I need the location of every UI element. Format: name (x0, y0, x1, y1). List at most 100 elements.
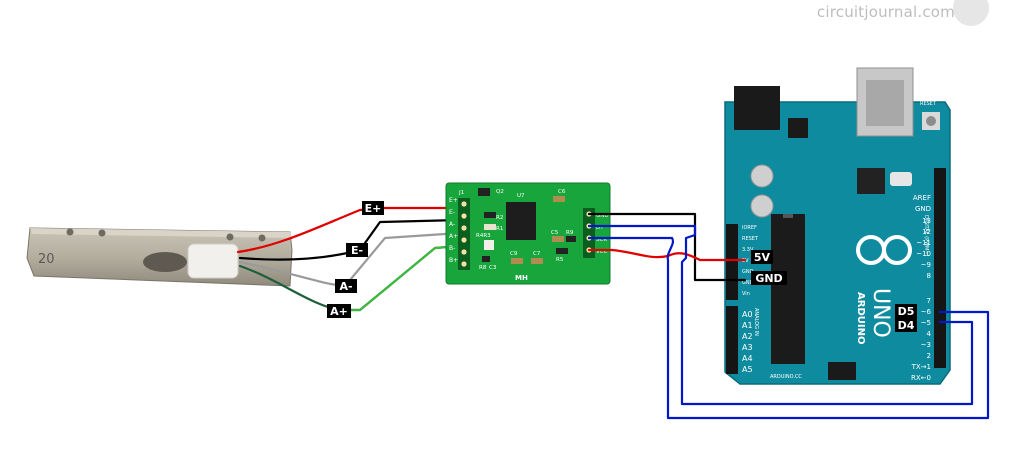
load-cell: 20 (26, 227, 293, 287)
dc-jack (734, 86, 780, 130)
hx-pin-b-minus: B- (449, 245, 455, 252)
pin-d6: ~6 (921, 308, 932, 316)
hx-pin-vcc: VCC (596, 249, 608, 255)
mount-hole (66, 228, 74, 236)
hx711-silkscreen: J1 Q2 U7 C6 R4R3 R2 R1 R8 C3 C9 C7 C5 R9… (458, 189, 574, 271)
pin-d5: ~5 (921, 319, 931, 327)
label-a-minus: A- (339, 280, 352, 293)
atmega-chip (771, 214, 805, 364)
label-e-minus: E- (351, 244, 363, 257)
arduino-uno: RESET ARDUINO UNO ARDUINO.CC IOREF RESET… (724, 67, 951, 385)
silk-j1: J1 (458, 190, 464, 196)
pin-d7: 7 (927, 297, 931, 305)
strain-gauge-tape (187, 243, 239, 279)
pin-a1: A1 (742, 321, 753, 330)
wire-dt-d5 (587, 224, 974, 406)
mount-hole (226, 233, 234, 241)
right-header (583, 208, 595, 258)
hx-pin-a-minus: A- (449, 221, 455, 228)
pin-gnd-2: GND (742, 280, 754, 286)
silk-c3: C3 (489, 265, 497, 271)
hx711-chip (506, 202, 536, 240)
pin-d11: ~11 (916, 239, 931, 247)
power-header (726, 224, 738, 300)
hx711-board: E+ E- A- A+ B- B+ GND DT SCK VCC J1 Q2 U… (445, 182, 611, 285)
pin-tx: TX→1 (911, 363, 931, 371)
pin-a0: A0 (742, 310, 753, 319)
mount-hole (98, 229, 106, 237)
wire-gnd (587, 212, 747, 282)
silk-c6: C6 (558, 189, 566, 195)
analog-in-label: ANALOG IN (753, 308, 759, 336)
transistor-q2 (478, 188, 490, 196)
hx-pin-sck: SCK (596, 237, 607, 243)
watermark-text: circuitjournal.com (816, 3, 955, 21)
silk-r9: R9 (566, 230, 574, 236)
tag-gnd: GND (755, 272, 782, 285)
bending-hole (143, 252, 187, 272)
wire-labels: E+ E- A- A+ (327, 201, 384, 318)
pin-d12: 12 (922, 228, 931, 236)
capacitor-2 (750, 194, 774, 218)
label-a-plus: A+ (330, 305, 348, 318)
silk-r8: R8 (479, 265, 487, 271)
load-cell-wires (236, 206, 462, 312)
pin-a2: A2 (742, 332, 753, 341)
pin-a5: A5 (742, 365, 753, 374)
load-cell-label: 20 (38, 252, 55, 267)
hx-pin-b-plus: B+ (449, 257, 458, 264)
arduino-model: UNO (868, 288, 893, 338)
arduino-site: ARDUINO.CC (770, 374, 802, 380)
usb-chip (857, 168, 885, 194)
silk-c9: C9 (510, 251, 518, 257)
hx-pin-dt: DT (596, 225, 604, 231)
silk-r5: R5 (556, 257, 564, 263)
label-e-plus: E+ (365, 202, 382, 215)
silk-q2: Q2 (496, 189, 504, 195)
silk-r2: R2 (496, 215, 503, 221)
tag-5v: 5V (754, 251, 771, 264)
hx711-arduino-wires (587, 212, 990, 420)
pin-aref: AREF (913, 194, 931, 202)
pin-a3: A3 (742, 343, 753, 352)
hx-pin-e-plus: E+ (449, 197, 458, 204)
hx-pin-gnd: GND (596, 213, 609, 219)
tag-d5: D5 (898, 305, 915, 318)
pin-d8: 8 (927, 272, 931, 280)
wire-sck-d4 (587, 236, 990, 420)
pin-vin: Vin (742, 291, 750, 297)
reset-label: RESET (920, 101, 937, 107)
pin-gnd-top: GND (915, 205, 931, 213)
pin-5v: 5V (742, 258, 749, 264)
wire-e-plus (236, 206, 462, 254)
pin-d2: 2 (927, 352, 931, 360)
analog-header (726, 306, 738, 374)
tag-d4: D4 (898, 319, 915, 332)
arduino-brand: ARDUINO (855, 292, 866, 344)
silk-c5: C5 (551, 230, 559, 236)
hx-pin-e-minus: E- (449, 209, 455, 216)
pin-d13: 13 (922, 217, 931, 225)
silk-r4r3: R4R3 (476, 233, 491, 239)
digital-label: DIGITAL (PWM~) (923, 215, 929, 257)
pin-a4: A4 (742, 354, 753, 363)
pin-rx: RX←0 (911, 374, 931, 382)
hx-pin-a-plus: A+ (449, 233, 458, 240)
silk-r1: R1 (496, 226, 503, 232)
arduino-pin-tags: 5V GND D5 D4 (751, 250, 917, 332)
pin-gnd-1: GND (742, 269, 754, 275)
pin-d10: ~10 (916, 250, 931, 258)
left-header (458, 198, 470, 270)
silk-u7: U7 (517, 193, 525, 199)
icsp-header (828, 362, 856, 380)
digital-header (934, 168, 946, 368)
pin-ioref: IOREF (742, 225, 757, 231)
pin-d9: ~9 (921, 261, 931, 269)
silk-c7: C7 (533, 251, 541, 257)
mount-hole (258, 234, 266, 242)
silk-board-id: MH (515, 274, 528, 282)
arduino-logo: ARDUINO UNO (855, 235, 912, 344)
pin-3v3: 3.3V (742, 247, 754, 253)
capacitor-1 (750, 164, 774, 188)
